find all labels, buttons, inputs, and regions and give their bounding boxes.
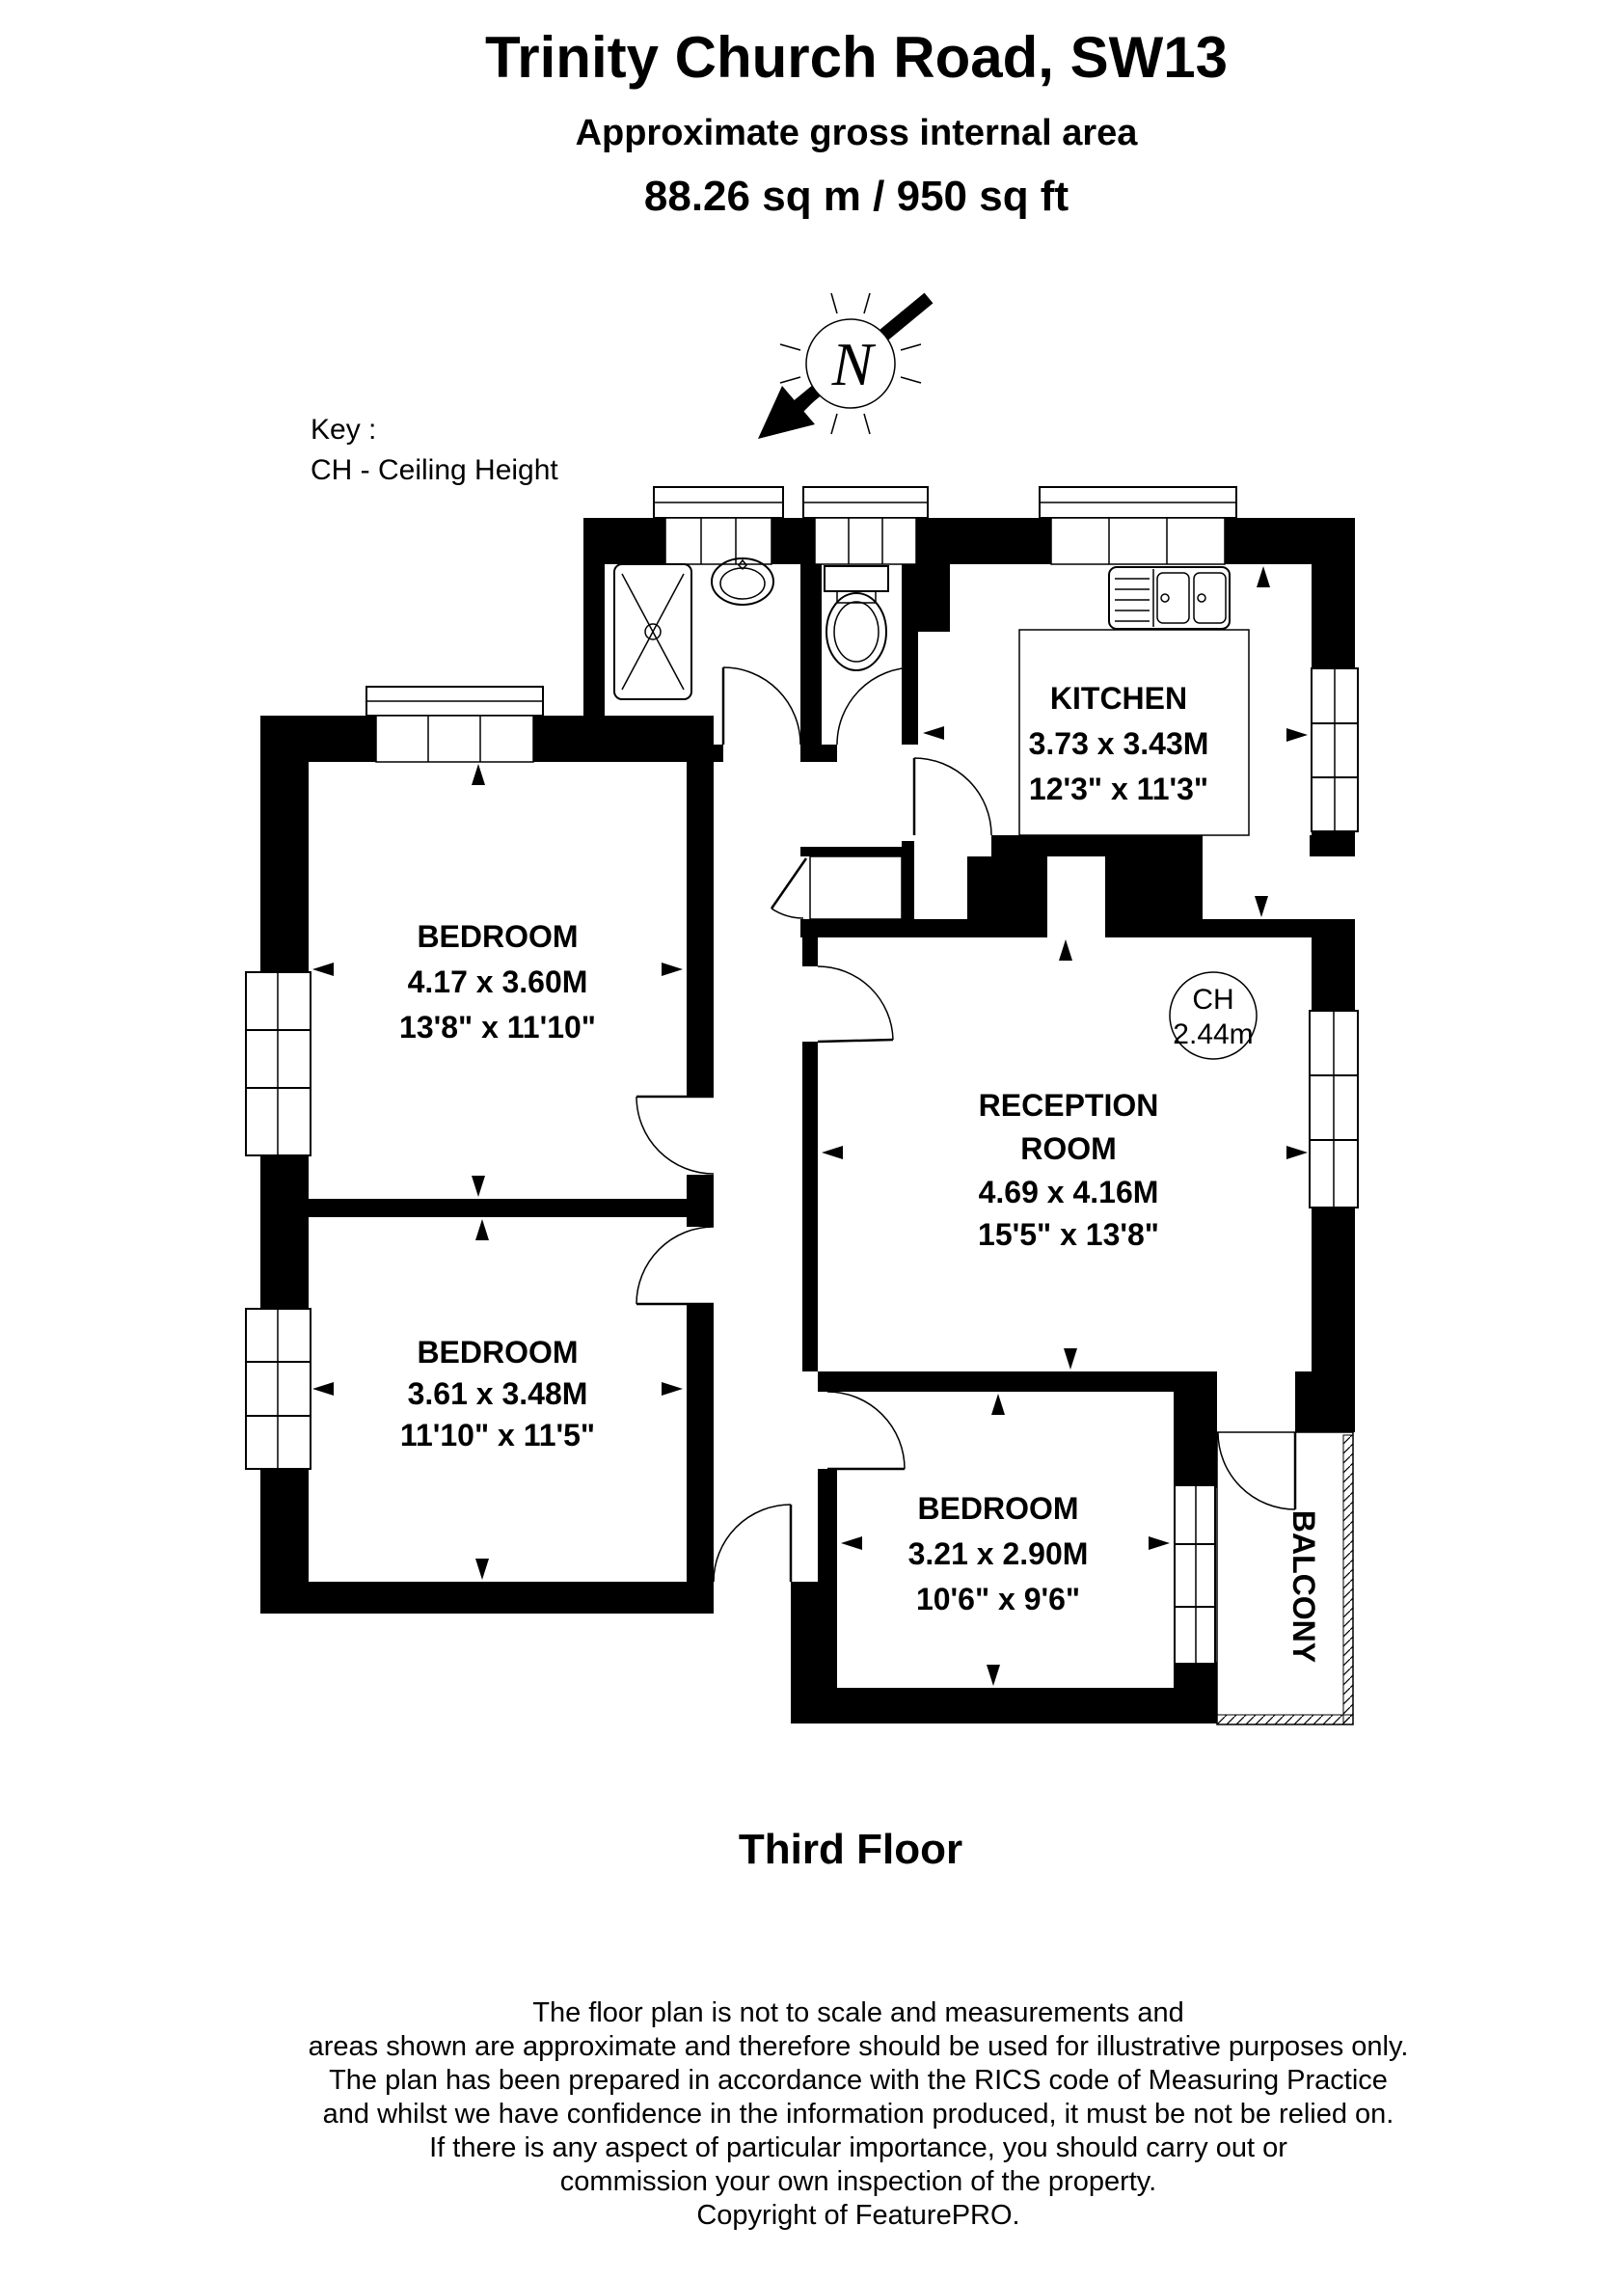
window-kitchen-right [1311,667,1359,832]
room-label-bedroom3: BEDROOM 3.21 x 2.90M 10'6" x 9'6" [908,1491,1089,1616]
room-label-bedroom1: BEDROOM 4.17 x 3.60M 13'8" x 11'10" [399,919,596,1045]
window-wc-top [802,486,929,565]
door-bedroom1 [636,1095,715,1175]
door-reception [817,965,894,1044]
room-label-kitchen: KITCHEN 3.73 x 3.43M 12'3" x 11'3" [1029,681,1209,806]
page-title: Trinity Church Road, SW13 [485,25,1228,90]
disclaimer-line: commission your own inspection of the pr… [560,2166,1156,2197]
disclaimer-line: The plan has been prepared in accordance… [329,2065,1388,2096]
disclaimer-line: areas shown are approximate and therefor… [309,2031,1409,2062]
disclaimer-line: If there is any aspect of particular imp… [429,2132,1287,2163]
door-kitchen [912,757,992,836]
window-reception-right [1309,1010,1359,1208]
kitchen-metric: 3.73 x 3.43M [1029,726,1209,761]
door-wc [836,666,916,746]
bedroom1-imperial: 13'8" x 11'10" [399,1010,596,1045]
toilet-icon [824,565,889,671]
bedroom1-metric: 4.17 x 3.60M [408,964,588,999]
window-bedroom3-balcony [1174,1484,1216,1665]
doors [636,666,1297,1583]
bedroom3-imperial: 10'6" x 9'6" [916,1582,1080,1616]
floor-label: Third Floor [739,1826,962,1873]
reception-metric: 4.69 x 4.16M [979,1175,1159,1209]
room-label-bedroom2: BEDROOM 3.61 x 3.48M 11'10" x 11'5" [400,1335,595,1452]
windows [245,486,1359,1665]
bedroom3-metric: 3.21 x 2.90M [908,1536,1089,1571]
fixtures [613,557,1250,836]
window-shower-top [653,486,784,565]
door-cupboard [770,855,903,920]
key-ceiling-height: CH - Ceiling Height [311,454,558,486]
window-bedroom1-left [245,971,311,1156]
walls [260,518,1355,1724]
ceiling-height-badge: CH 2.44m [1169,971,1258,1060]
balcony-label: BALCONY [1286,1510,1321,1663]
ch-label: CH [1192,984,1233,1016]
wash-basin-icon [711,557,774,606]
window-kitchen-top [1039,486,1237,565]
bedroom2-metric: 3.61 x 3.48M [408,1376,588,1411]
compass-north-icon: N [758,292,934,439]
door-bedroom3 [826,1391,906,1471]
door-entrance [713,1504,793,1583]
key-legend: Key : CH - Ceiling Height [311,414,558,486]
bedroom2-name: BEDROOM [417,1335,578,1370]
reception-imperial: 15'5" x 13'8" [978,1217,1159,1252]
door-shower [721,666,801,746]
ch-value: 2.44m [1173,1018,1253,1050]
reception-name: RECEPTION [979,1088,1159,1123]
kitchen-imperial: 12'3" x 11'3" [1029,772,1208,806]
compass-north-label: N [831,330,877,398]
window-bedroom1-top [365,686,544,763]
bedroom1-name: BEDROOM [417,919,578,954]
shower-tray-icon [613,563,692,700]
window-bedroom2-left [245,1308,311,1470]
balcony: BALCONY [1216,1431,1354,1725]
kitchen-floor-outline [1018,629,1250,836]
gross-area-value: 88.26 sq m / 950 sq ft [644,173,1069,220]
compass-rays [779,292,922,435]
bedroom2-imperial: 11'10" x 11'5" [400,1418,595,1452]
room-label-reception: RECEPTION ROOM 4.69 x 4.16M 15'5" x 13'8… [978,1088,1159,1252]
kitchen-sink-icon [1108,566,1231,630]
door-balcony [1217,1431,1297,1510]
dimension-arrows [312,566,1308,1686]
bedroom3-name: BEDROOM [917,1491,1078,1526]
page-subtitle: Approximate gross internal area [576,113,1139,153]
disclaimer-line: Copyright of FeaturePRO. [696,2200,1019,2231]
disclaimer-line: and whilst we have confidence in the inf… [323,2099,1394,2130]
disclaimer: The floor plan is not to scale and measu… [309,1997,1409,2231]
door-bedroom2 [636,1226,715,1306]
disclaimer-line: The floor plan is not to scale and measu… [532,1997,1183,2028]
reception-name2: ROOM [1020,1131,1117,1166]
kitchen-name: KITCHEN [1050,681,1187,716]
header: Trinity Church Road, SW13 Approximate gr… [485,25,1228,220]
key-heading: Key : [311,414,376,446]
